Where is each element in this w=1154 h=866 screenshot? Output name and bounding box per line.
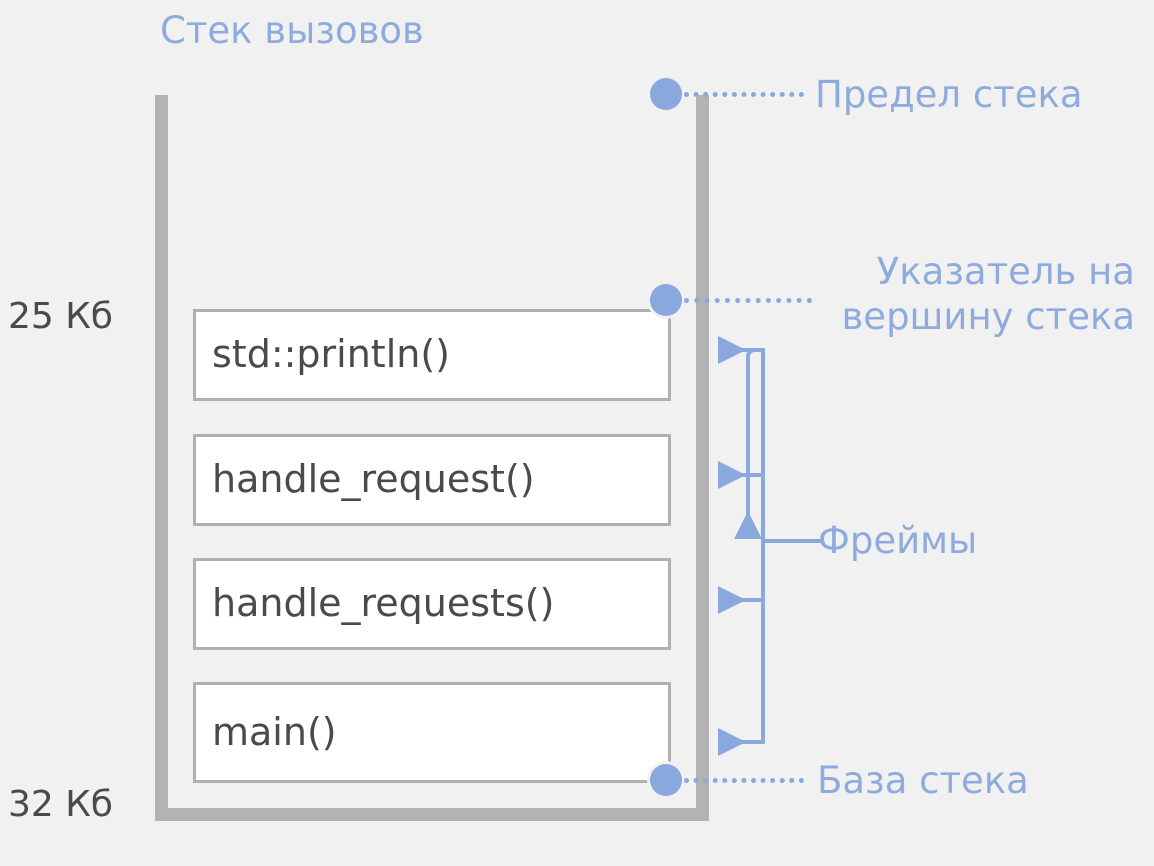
page-title: Стек вызовов [160, 9, 424, 52]
stack-top-pointer-dot-icon [650, 284, 682, 316]
axis-label-top-size: 25 Кб [8, 296, 114, 337]
stack-frame-label: std::println() [212, 332, 451, 377]
stack-wall-left [155, 95, 168, 821]
stack-limit-leader-line [684, 92, 804, 97]
stack-wall-bottom [155, 808, 709, 821]
stack-frame-label: handle_requests() [212, 581, 555, 626]
stack-top-pointer-leader-line [684, 298, 812, 303]
stack-base-leader-line [684, 778, 804, 783]
stack-top-pointer-label: Указатель на вершину стека [600, 249, 1136, 339]
stack-frame-label: handle_request() [212, 457, 535, 502]
stack-top-pointer-label-line2: вершину стека [841, 295, 1136, 339]
stack-limit-dot-icon [650, 78, 682, 110]
stack-frame-label: main() [212, 709, 337, 754]
stack-limit-label: Предел стека [815, 73, 1083, 116]
frames-bracket-icon [718, 336, 822, 756]
stack-frame-box: handle_request() [193, 434, 671, 526]
stack-top-pointer-label-line1: Указатель на [876, 250, 1135, 293]
stack-frame-box: std::println() [193, 309, 671, 401]
stack-frame-box: handle_requests() [193, 558, 671, 650]
frames-bracket-label: Фреймы [818, 519, 978, 562]
stack-base-label: База стека [817, 759, 1029, 802]
axis-label-bottom-size: 32 Кб [8, 784, 114, 825]
stack-frame-box: main() [193, 682, 671, 783]
stack-base-dot-icon [650, 764, 682, 796]
stack-wall-right [696, 95, 709, 821]
